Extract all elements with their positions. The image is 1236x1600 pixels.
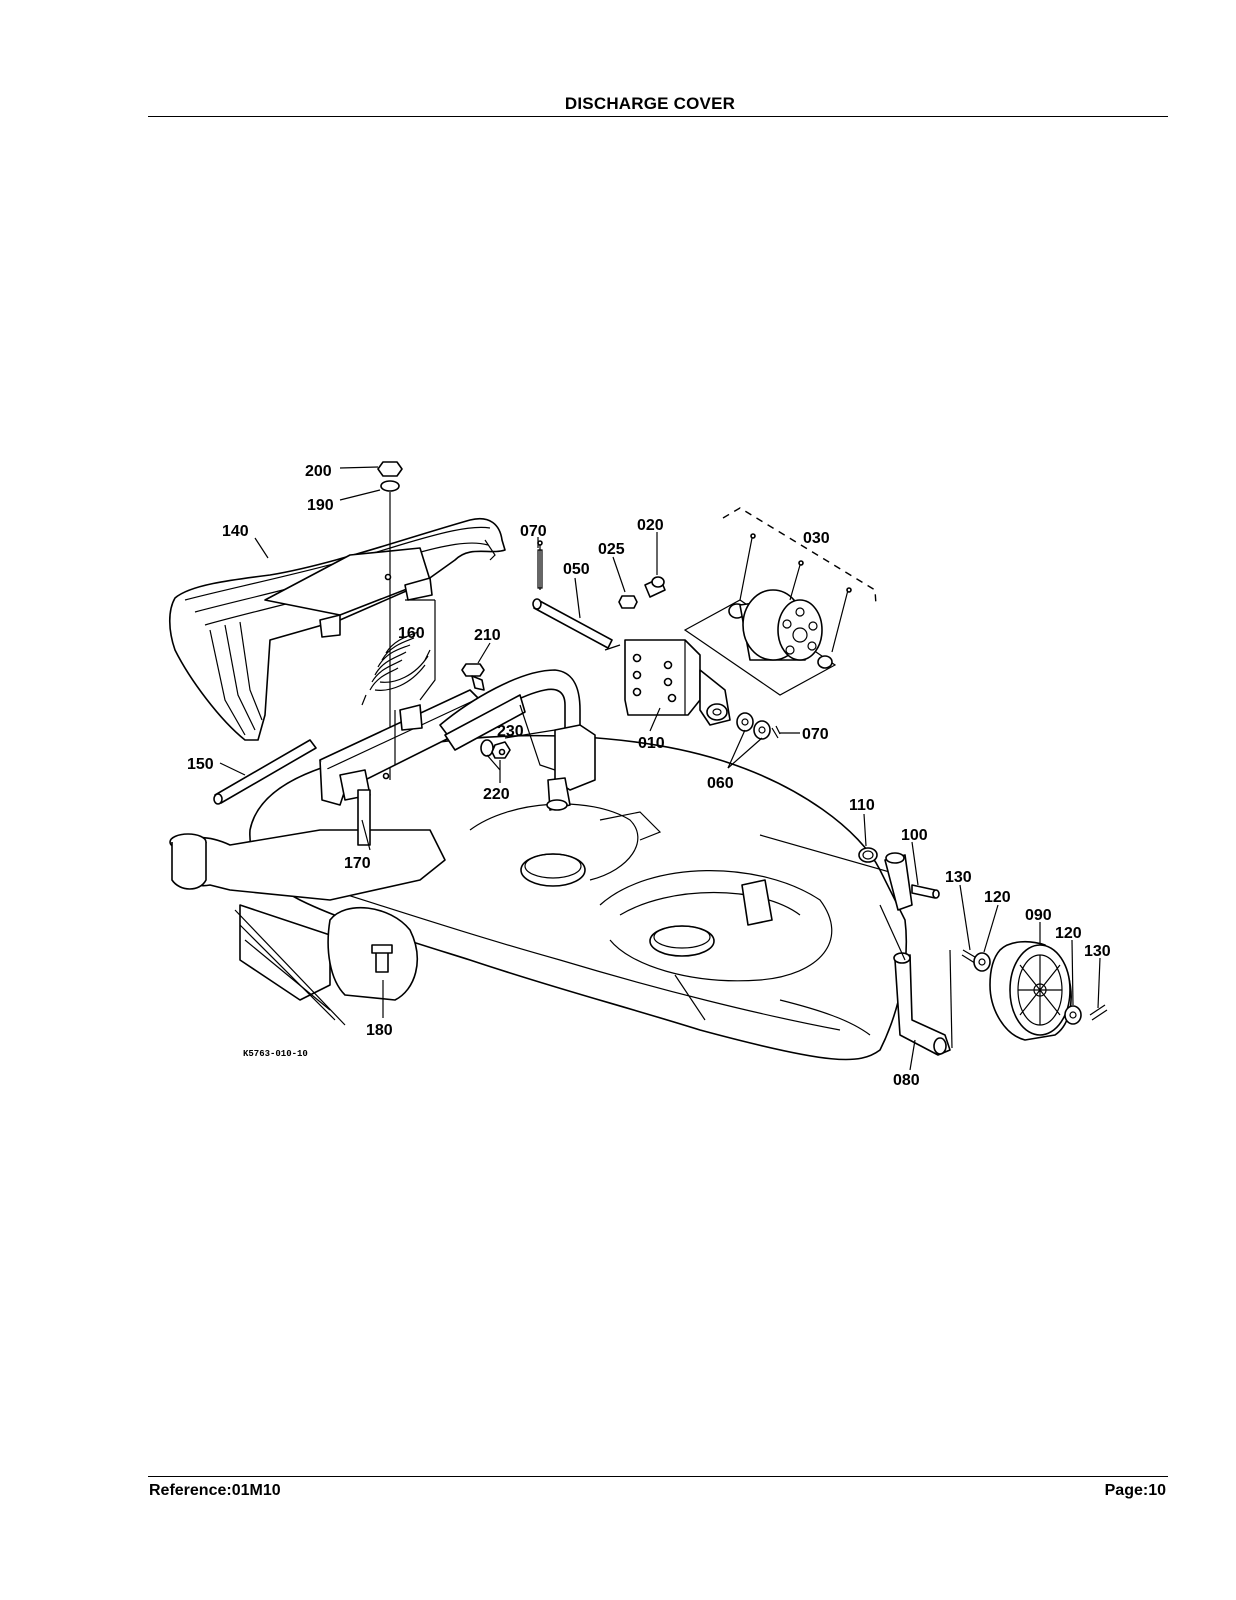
- washers-060: [736, 712, 781, 740]
- nut-washer: [480, 739, 511, 759]
- label-200: 200: [305, 463, 332, 480]
- label-140: 140: [222, 523, 249, 540]
- ring-110-pin-100: [858, 847, 940, 899]
- hinge-bracket: [319, 599, 486, 846]
- deck-bracket: [169, 829, 446, 1026]
- footer-page-number: Page:10: [1104, 1482, 1166, 1499]
- label-110: 110: [849, 797, 875, 814]
- bracket-010: [604, 639, 731, 726]
- handle-tube: [439, 669, 596, 811]
- roller-030: [683, 507, 877, 696]
- bolt-020-nut-025: [618, 576, 666, 609]
- wheel-arm-080: [879, 852, 953, 1056]
- label-190: 190: [307, 497, 334, 514]
- drawing-code: K5763-010-10: [243, 1049, 308, 1059]
- label-210: 210: [474, 627, 501, 644]
- label-180: 180: [366, 1022, 393, 1039]
- label-070: 070: [520, 523, 547, 540]
- wheel-090: [961, 940, 1108, 1041]
- label-070-pin: 070: [802, 726, 829, 743]
- label-120: 120: [984, 889, 1011, 906]
- label-120-outer: 120: [1055, 925, 1082, 942]
- bolt-210: [461, 663, 485, 691]
- label-050: 050: [563, 561, 590, 578]
- leader-lines: [219, 466, 1101, 1071]
- header-rule: [148, 116, 1168, 117]
- shaft-050: [532, 540, 613, 649]
- label-220: 220: [483, 786, 510, 803]
- label-080: 080: [893, 1072, 920, 1089]
- label-230: 230: [497, 723, 524, 740]
- part-labels: 200 190 140 070 020 025 030 050 160 210 …: [187, 463, 1111, 1089]
- label-030: 030: [803, 530, 830, 547]
- label-160: 160: [398, 625, 425, 642]
- pivot-rod: [213, 739, 317, 805]
- spring: [361, 631, 431, 706]
- label-020: 020: [637, 517, 664, 534]
- label-100: 100: [901, 827, 928, 844]
- footer-rule: [148, 1476, 1168, 1477]
- label-060: 060: [707, 775, 734, 792]
- label-170: 170: [344, 855, 371, 872]
- label-130: 130: [945, 869, 972, 886]
- label-090: 090: [1025, 907, 1052, 924]
- footer-reference: Reference:01M10: [149, 1482, 281, 1499]
- discharge-cover: [168, 518, 506, 741]
- label-130-outer: 130: [1084, 943, 1111, 960]
- page-title: DISCHARGE COVER: [564, 94, 736, 113]
- label-150: 150: [187, 756, 214, 773]
- label-025: 025: [598, 541, 625, 558]
- mower-deck: [249, 734, 908, 1061]
- label-010: 010: [638, 735, 665, 752]
